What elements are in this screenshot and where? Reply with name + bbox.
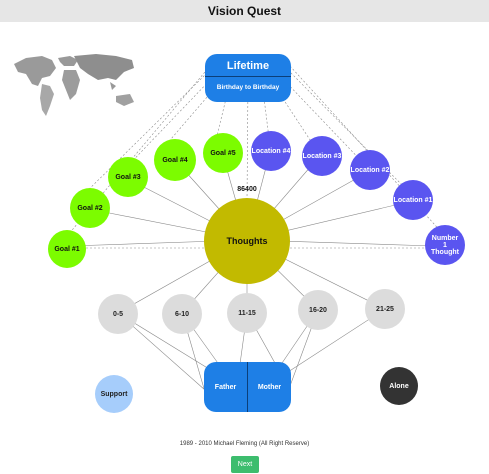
location-node-3[interactable]: Location #3: [302, 136, 342, 176]
lifetime-box[interactable]: Lifetime Birthday to Birthday: [205, 54, 291, 102]
location-node-4[interactable]: Location #4: [251, 131, 291, 171]
copyright-footer: 1989 - 2010 Michael Fleming (All Right R…: [179, 441, 310, 447]
location-node-1[interactable]: Location #1: [393, 180, 433, 220]
age-label: 6-10: [174, 310, 189, 318]
support-label: Support: [100, 390, 128, 398]
father-label: Father: [214, 383, 237, 391]
location-label: Location #2: [350, 166, 390, 174]
alone-node[interactable]: Alone: [380, 367, 418, 405]
age-label: 11-15: [238, 309, 256, 317]
goal-label: Goal #5: [210, 149, 236, 157]
app-title: Vision Quest: [207, 4, 282, 18]
support-node[interactable]: Support: [95, 375, 133, 413]
location-node-2[interactable]: Location #2: [350, 150, 390, 190]
next-button[interactable]: Next: [231, 456, 259, 473]
age-label: 16-20: [309, 306, 327, 314]
age-label: 0-5: [112, 310, 124, 318]
goal-label: Goal #1: [54, 245, 80, 253]
location-label: Location #4: [251, 147, 291, 155]
location-label: Location #3: [302, 152, 342, 160]
age-node-6-10[interactable]: 6-10: [162, 294, 202, 334]
goal-node-2[interactable]: Goal #2: [70, 188, 110, 228]
mother-label: Mother: [257, 383, 282, 391]
app-header: Vision Quest: [0, 0, 489, 22]
thoughts-label: Thoughts: [226, 236, 268, 246]
world-map-image: [14, 54, 134, 116]
number-one-thought-node[interactable]: Number 1 Thought: [425, 225, 465, 265]
goal-node-4[interactable]: Goal #4: [154, 139, 196, 181]
goal-node-5[interactable]: Goal #5: [203, 133, 243, 173]
parents-box: Father Mother: [204, 362, 291, 412]
goal-node-1[interactable]: Goal #1: [48, 230, 86, 268]
goal-label: Goal #2: [77, 204, 103, 212]
lifetime-subtitle: Birthday to Birthday: [216, 84, 280, 91]
goal-label: Goal #4: [162, 156, 188, 164]
lifetime-divider: [205, 76, 291, 77]
thoughts-count: 86400: [237, 186, 257, 193]
location-label: Location #1: [393, 196, 433, 204]
thoughts-node[interactable]: Thoughts: [204, 198, 290, 284]
number-one-thought-label: Number 1 Thought: [431, 234, 459, 256]
age-node-0-5[interactable]: 0-5: [98, 294, 138, 334]
mother-button[interactable]: Mother: [248, 362, 291, 412]
age-node-16-20[interactable]: 16-20: [298, 290, 338, 330]
parents-divider: [247, 362, 248, 412]
goal-label: Goal #3: [115, 173, 141, 181]
lifetime-title: Lifetime: [226, 60, 270, 72]
goal-node-3[interactable]: Goal #3: [108, 157, 148, 197]
father-button[interactable]: Father: [204, 362, 247, 412]
alone-label: Alone: [389, 382, 409, 390]
age-node-11-15[interactable]: 11-15: [227, 293, 267, 333]
age-label: 21-25: [376, 305, 394, 313]
age-node-21-25[interactable]: 21-25: [365, 289, 405, 329]
